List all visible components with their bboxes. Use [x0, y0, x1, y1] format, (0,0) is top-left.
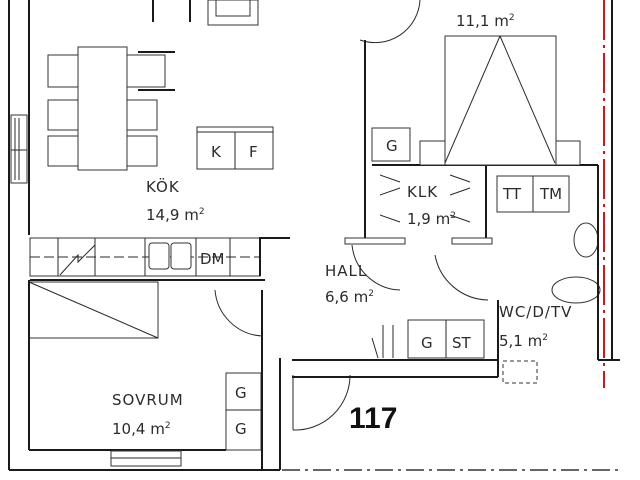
fixture-g-sovrum-2: G [235, 420, 247, 438]
room-label-wc: WC/D/TV [499, 303, 573, 321]
room-area-wc: 5,1 m2 [499, 332, 548, 350]
area-value: 10,4 [112, 420, 146, 438]
fixture-tt: TT [503, 185, 522, 203]
bed [359, 0, 581, 166]
room-area-klk: 1,9 m2 [407, 210, 456, 228]
room-area-hall: 6,6 m2 [325, 288, 374, 306]
area-value: 14,9 [146, 206, 180, 224]
area-unit-sup: 2 [508, 13, 515, 23]
sovrum-walls [9, 280, 280, 471]
room-label-klk: KLK [407, 183, 439, 201]
exterior-wall-right [603, 0, 613, 388]
area-unit: m [494, 12, 509, 30]
area-value: 11,1 [456, 12, 490, 30]
fixture-st: ST [452, 334, 471, 352]
area-unit-sup: 2 [542, 333, 548, 343]
fixture-dm: DM [200, 250, 225, 268]
room-area-sovrum: 10,4 m2 [112, 420, 171, 438]
top-furniture [152, 0, 259, 26]
area-value: 5,1 [499, 332, 523, 350]
area-unit-sup: 2 [450, 211, 456, 221]
klk-walls [344, 40, 598, 245]
dining-table [47, 46, 175, 171]
room-area-kok: 14,9 m2 [146, 206, 205, 224]
area-unit-sup: 2 [198, 207, 205, 217]
fixture-g-sovrum-1: G [235, 384, 247, 402]
exterior-wall-left [8, 0, 30, 470]
area-value: 6,6 [325, 288, 349, 306]
kitchen-counter [29, 237, 290, 281]
area-unit: m [527, 332, 543, 350]
fridge-freezer [196, 126, 274, 170]
room-area-bedroom-top: 11,1 m2 [456, 12, 515, 30]
area-value: 1,9 [407, 210, 431, 228]
room-label-kok: KÖK [146, 178, 180, 196]
fixture-g-bedroom: G [386, 137, 398, 155]
fixture-g-hall: G [421, 334, 433, 352]
area-unit: m [150, 420, 165, 438]
area-unit: m [184, 206, 199, 224]
room-label-hall: HALL [325, 262, 368, 280]
area-unit: m [353, 288, 369, 306]
area-unit-sup: 2 [164, 421, 171, 431]
room-label-sovrum: SOVRUM [112, 391, 184, 409]
area-unit: m [435, 210, 451, 228]
hall-walls [279, 244, 498, 470]
unit-number: 117 [349, 402, 398, 435]
wc-walls [496, 165, 620, 384]
fixture-k: K [211, 143, 221, 161]
area-unit-sup: 2 [368, 289, 374, 299]
fixture-tm: TM [540, 185, 563, 203]
fixture-f: F [249, 143, 258, 161]
